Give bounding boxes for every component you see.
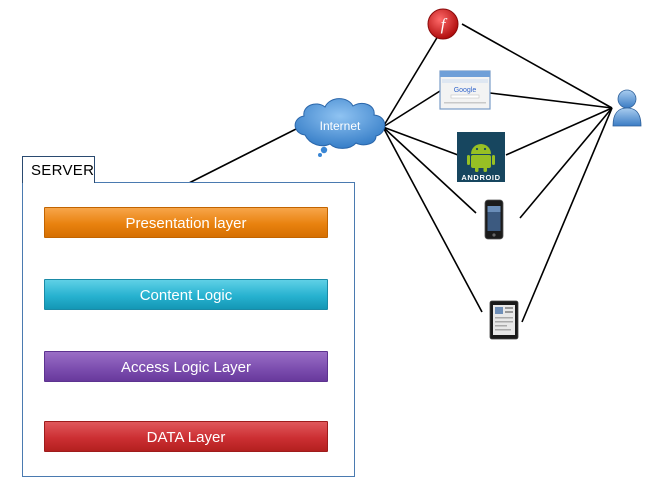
- user-tablet-line: [521, 107, 613, 323]
- svg-text:f: f: [441, 15, 448, 34]
- flash-icon: f: [427, 8, 459, 40]
- android-wordmark: ANDROID: [461, 173, 500, 182]
- web-browser-icon: Google: [439, 70, 491, 110]
- svg-text:Google: Google: [454, 87, 477, 94]
- smartphone-icon: [484, 199, 504, 240]
- internet-android-line: [382, 126, 459, 156]
- internet-flash-line: [382, 35, 439, 128]
- server-title: SERVER: [22, 156, 95, 183]
- user-flash-line: [461, 23, 613, 109]
- user-android-line: [505, 107, 613, 156]
- android-icon: ANDROID: [457, 132, 505, 182]
- internet-browser-line: [382, 90, 441, 128]
- access-logic-layer: Access Logic Layer: [44, 351, 328, 382]
- tablet-icon: [489, 300, 519, 340]
- server-internet-line: [188, 126, 301, 184]
- data-layer: DATA Layer: [44, 421, 328, 452]
- user-icon: [612, 89, 642, 127]
- internet-cloud-icon: [294, 98, 386, 157]
- user-browser-line: [489, 92, 613, 109]
- connection-lines: [188, 23, 613, 323]
- user-phone-line: [519, 107, 613, 219]
- internet-phone-line: [382, 126, 477, 214]
- presentation-layer: Presentation layer: [44, 207, 328, 238]
- content-logic-layer: Content Logic: [44, 279, 328, 310]
- internet-label: Internet: [319, 119, 361, 133]
- internet-tablet-line: [382, 126, 483, 313]
